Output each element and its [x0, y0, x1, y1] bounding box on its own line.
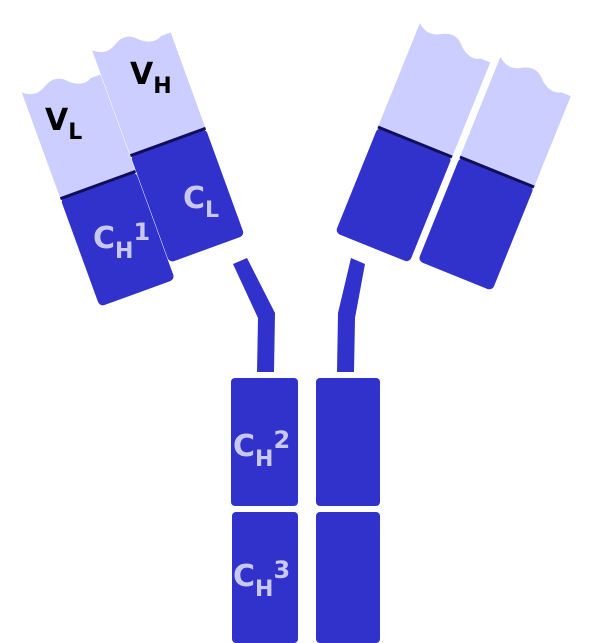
vl-label: VL: [45, 103, 82, 145]
right-inner-constant-domain: [336, 128, 451, 262]
fc-region: [231, 378, 380, 643]
right-outer-variable-domain: [459, 56, 571, 187]
hinge-region: [233, 258, 365, 372]
ch3-left-domain: [232, 512, 298, 643]
ch2-right-domain: [316, 378, 380, 506]
right-inner-variable-domain: [377, 23, 491, 157]
ch2-label: CH2: [233, 426, 290, 472]
vh-label: VH: [130, 57, 172, 99]
right-hinge-link: [337, 258, 365, 372]
right-outer-domain-divider: [459, 155, 535, 189]
right-outer-constant-domain: [419, 158, 533, 290]
left-outer-domain-divider: [59, 169, 137, 201]
left-inner-constant-domain: [131, 129, 244, 262]
left-hinge-link: [233, 258, 275, 372]
right-inner-arm: [336, 23, 491, 262]
left-outer-arm: [21, 74, 174, 306]
left-outer-constant-domain: [61, 172, 174, 306]
right-inner-domain-divider: [377, 125, 453, 159]
right-outer-arm: [419, 56, 571, 290]
vh-domain: [92, 32, 206, 156]
ch3-right-domain: [316, 512, 380, 643]
vl-domain: [21, 74, 136, 199]
cl-label: CL: [183, 181, 219, 223]
ch2-left-domain: [231, 378, 298, 506]
left-inner-arm: [92, 32, 244, 262]
ch1-label: CH1: [93, 218, 150, 264]
left-inner-domain-divider: [129, 126, 207, 158]
ch3-label: CH3: [233, 556, 290, 602]
